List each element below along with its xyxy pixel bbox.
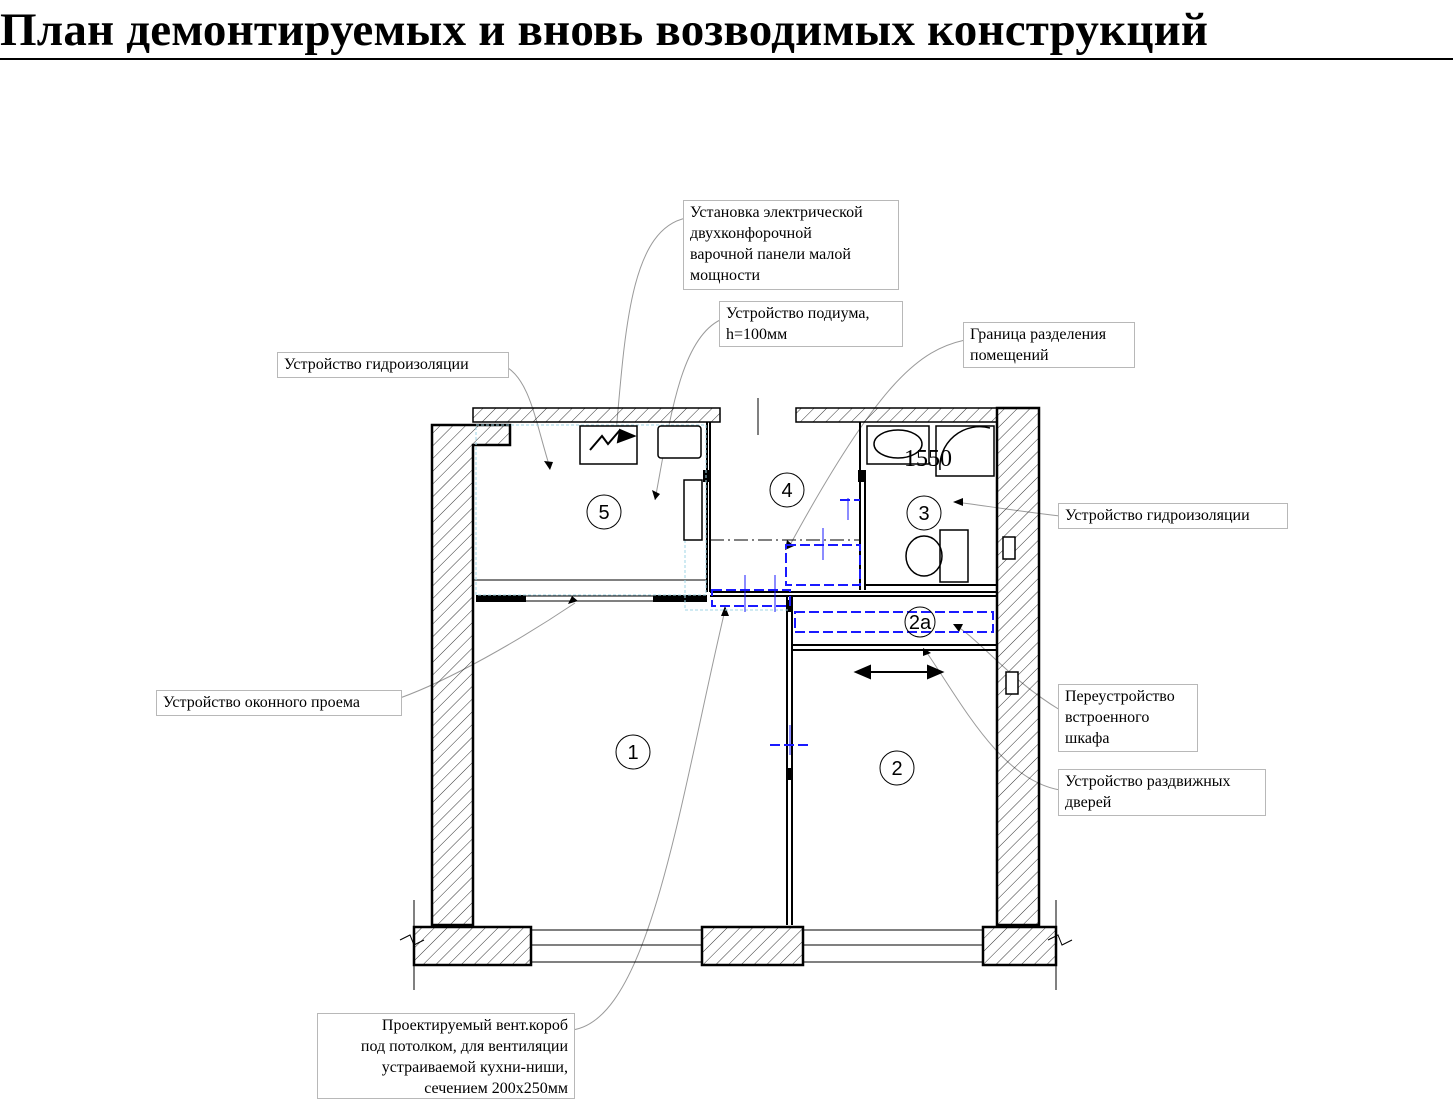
interior-walls [706, 422, 997, 925]
callout-vent-duct: Проектируемый вент.короб под потолком, д… [317, 1013, 575, 1099]
room-number-2: 2 [891, 758, 902, 780]
wall-top-left [472, 407, 721, 423]
wall-right [995, 406, 1041, 927]
arrowhead-window-opening [568, 596, 578, 604]
title-underline [0, 58, 1453, 60]
shower-fixture [935, 425, 995, 477]
break-lines [399, 900, 1073, 990]
exterior-walls [412, 406, 1058, 967]
hob-symbol [589, 428, 637, 451]
callout-waterproof-left: Устройство гидроизоляции [277, 352, 509, 378]
leader-window-opening [399, 602, 576, 699]
kitchen-sink-fixture [657, 425, 702, 459]
room-circle-3 [906, 495, 942, 531]
bottom-windows [531, 929, 983, 963]
room-circle-2 [879, 750, 915, 786]
sliding-door-arrow [853, 664, 945, 680]
leader-boundary [789, 339, 966, 546]
toilet-fixture [939, 529, 969, 583]
room-number-1: 1 [627, 742, 638, 764]
room-number-3: 3 [918, 503, 929, 525]
callout-sliding-doors: Устройство раздвижных дверей [1058, 769, 1266, 816]
room-circle-4 [769, 472, 805, 508]
callout-waterproof-right: Устройство гидроизоляции [1058, 503, 1288, 529]
wall-left [430, 423, 512, 927]
leader-vent-duct [571, 609, 726, 1031]
door-jambs [703, 470, 865, 780]
arrowhead-waterproof-left [544, 461, 553, 470]
room-circles [586, 472, 942, 786]
arrowhead-wardrobe [953, 624, 963, 632]
callout-wardrobe: Переустройство встроенного шкафа [1058, 684, 1198, 752]
arrowhead-waterproof-right [953, 498, 963, 506]
vent-duct-ticks [744, 498, 849, 755]
pier-right [981, 925, 1058, 967]
callout-podium: Устройство подиума, h=100мм [719, 301, 903, 347]
callout-boundary: Граница разделения помещений [963, 322, 1135, 368]
room-number-4: 4 [781, 480, 792, 502]
pier-left [412, 925, 533, 967]
leader-hob [614, 217, 687, 446]
page-title: План демонтируемых и вновь возводимых ко… [0, 4, 1209, 56]
new-window-opening [473, 579, 707, 602]
leader-waterproof-left [504, 365, 551, 469]
room-circle-1 [615, 734, 651, 770]
arrowhead-vent-duct [721, 606, 729, 616]
room-number-5: 5 [598, 502, 609, 524]
waterproofing [475, 424, 790, 611]
leader-podium [654, 319, 721, 501]
callout-hob: Установка электрической двухконфорочной … [683, 200, 899, 290]
wall-top-right [795, 407, 998, 423]
pier-middle [700, 925, 805, 967]
room-circle-2a [904, 606, 936, 638]
hob-fixture [579, 425, 638, 465]
room-numbers: 1 2 2а 3 4 5 [598, 480, 932, 780]
arrowhead-podium [652, 490, 660, 500]
dimension-label: 1550 [904, 446, 952, 472]
callout-window-opening: Устройство оконного проема [156, 690, 402, 716]
leader-arrowheads [544, 437, 963, 656]
room-number-2a: 2а [909, 612, 932, 634]
sanitary-fixtures [579, 425, 1019, 695]
room-circle-5 [586, 494, 622, 530]
